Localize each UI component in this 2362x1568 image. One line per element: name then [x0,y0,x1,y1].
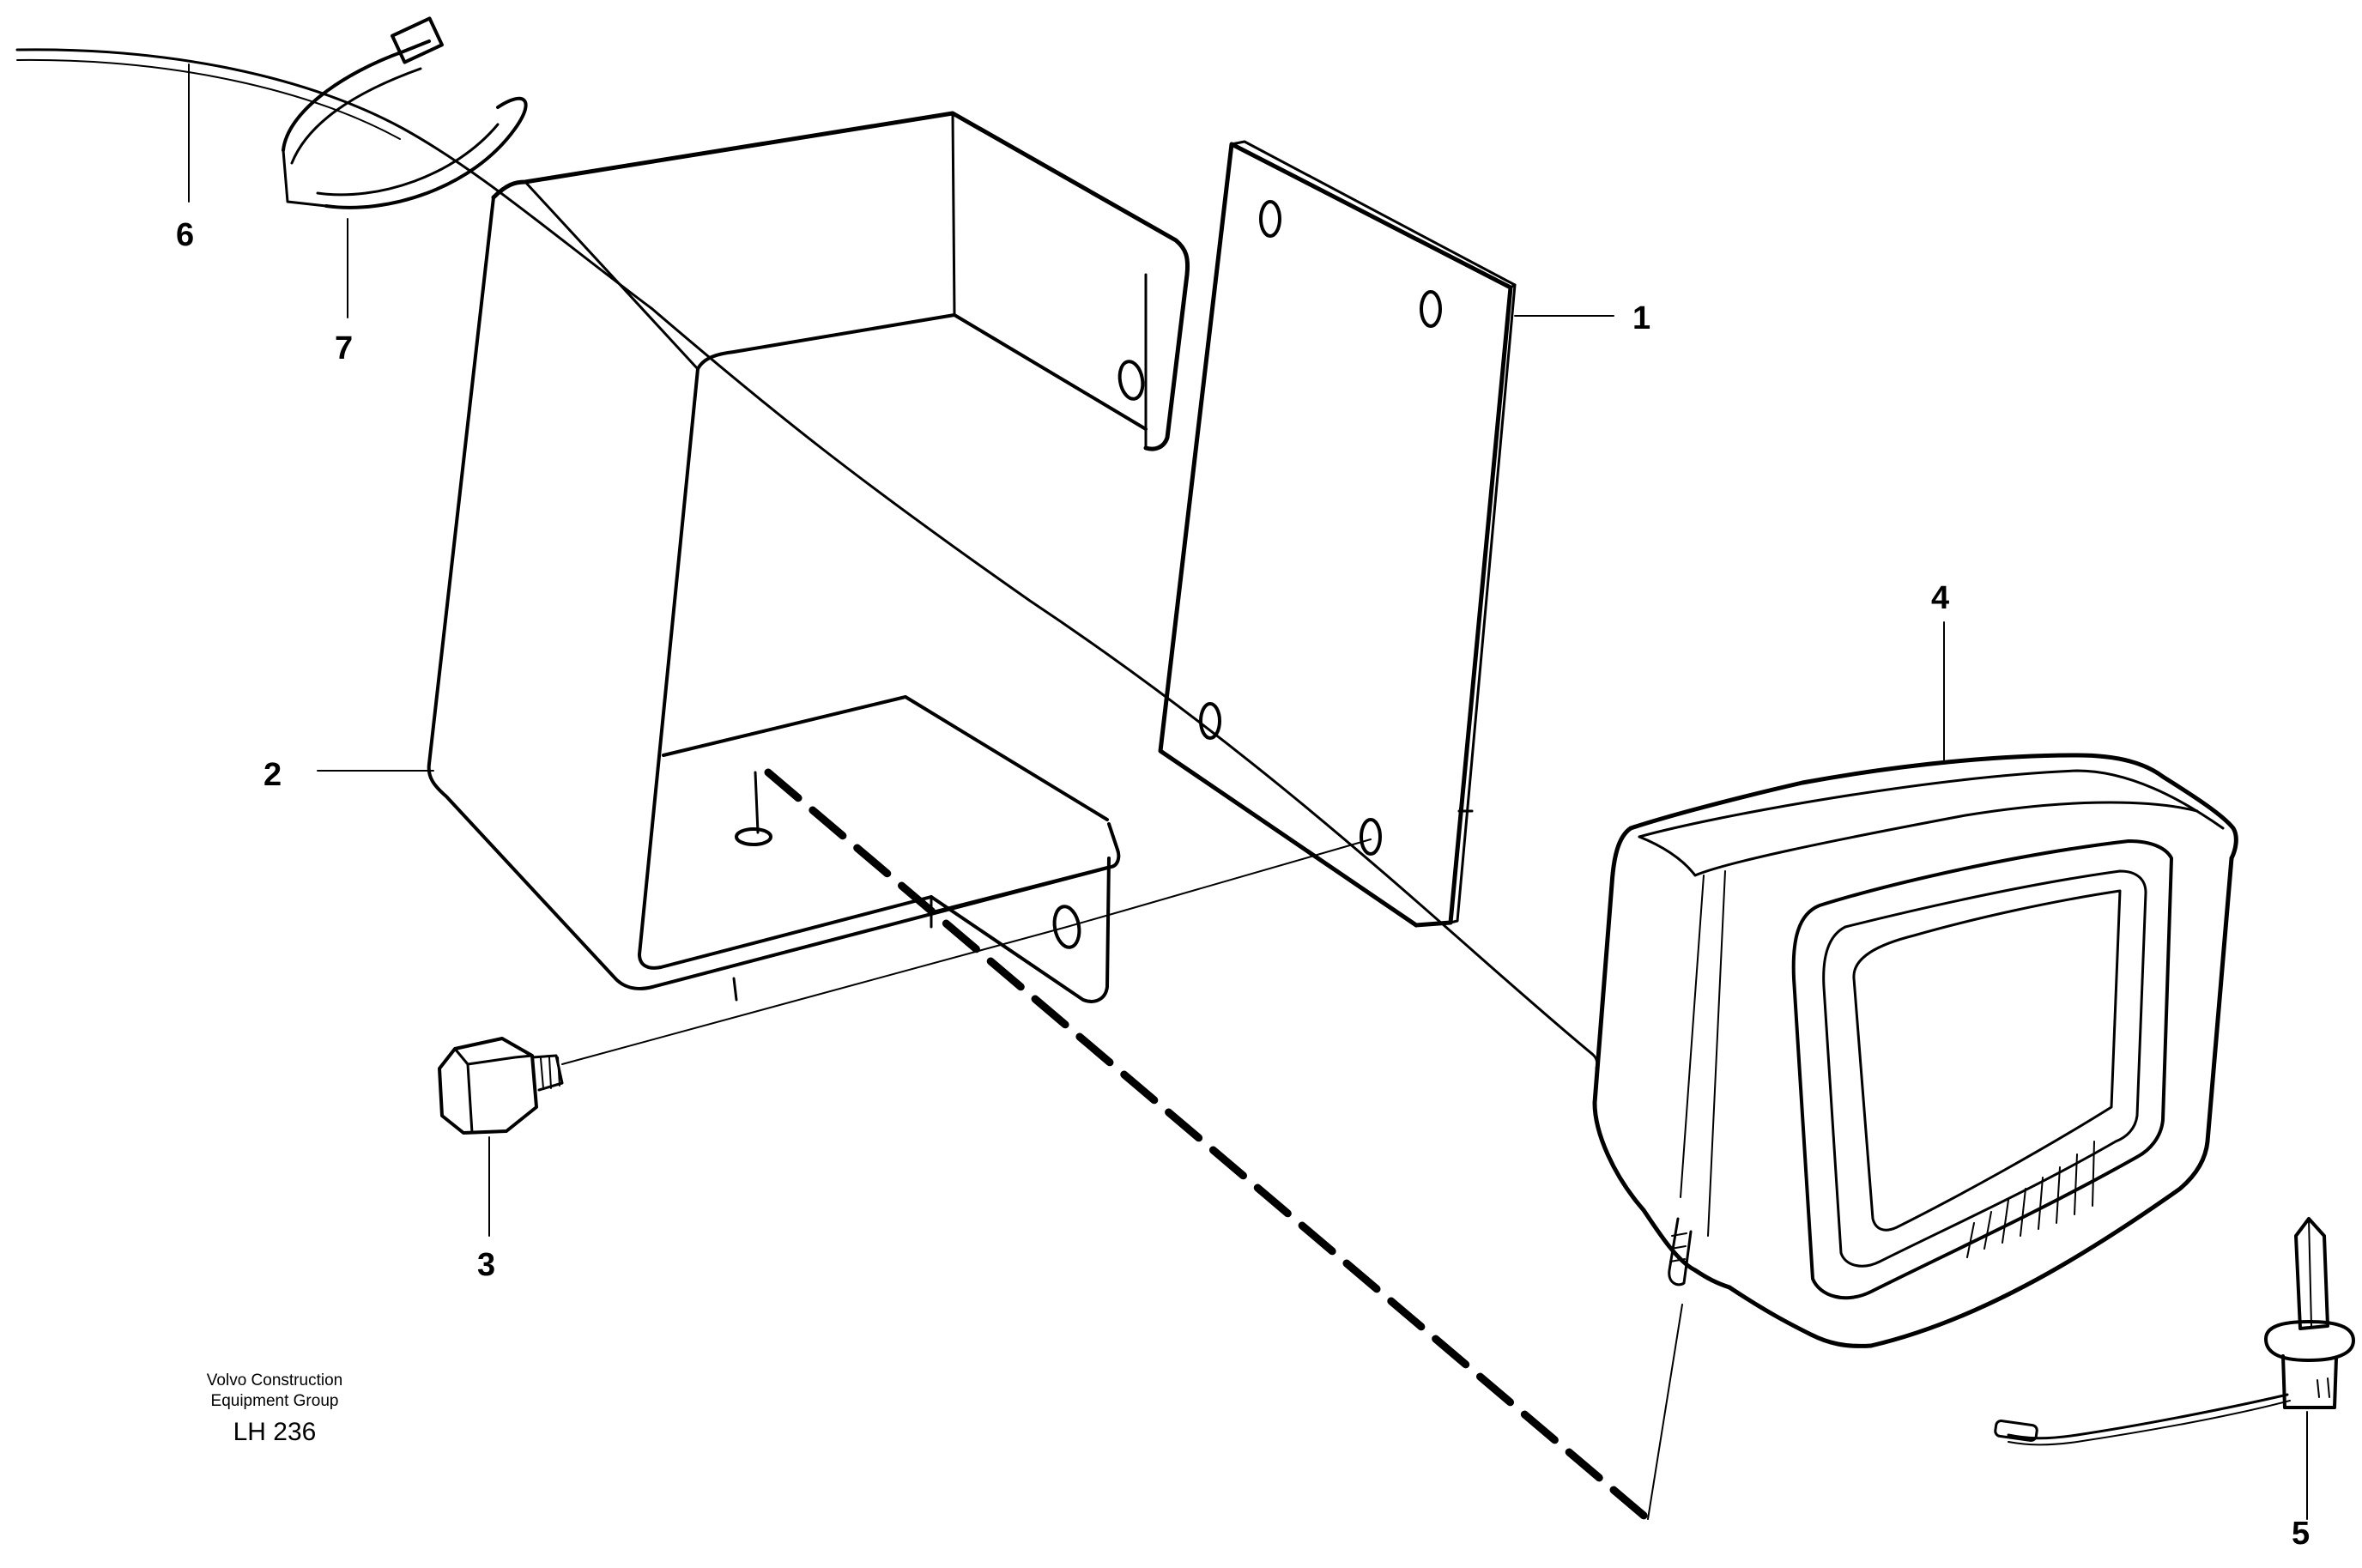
callout-2: 2 [263,757,282,793]
guide-line-bolt [561,838,1372,1065]
guide-line-lamp-stud [1647,1304,1683,1520]
callout-3: 3 [477,1247,496,1283]
cable-part-6 [15,48,1594,1056]
bolt-part-3 [438,1037,564,1135]
bulb-part-5 [1994,1217,2355,1446]
drawing-reference: LH 236 [233,1418,317,1446]
cable-tie-part-7 [282,16,528,209]
company-name-line-1: Volvo Construction [206,1371,343,1389]
work-lamp-part-4 [1590,753,2238,1348]
callout-7: 7 [335,330,354,366]
callout-4: 4 [1931,580,1950,616]
bracket-part-2 [427,111,1190,1003]
dashed-guide-line [764,768,1652,1523]
plate-part-1 [1158,140,1517,928]
callout-5: 5 [2292,1516,2311,1552]
callout-6: 6 [176,217,195,253]
cable-part-6-inner [16,58,401,140]
callout-1: 1 [1632,300,1651,336]
leader-lines [188,64,2308,1520]
company-name-line-2: Equipment Group [210,1392,339,1410]
